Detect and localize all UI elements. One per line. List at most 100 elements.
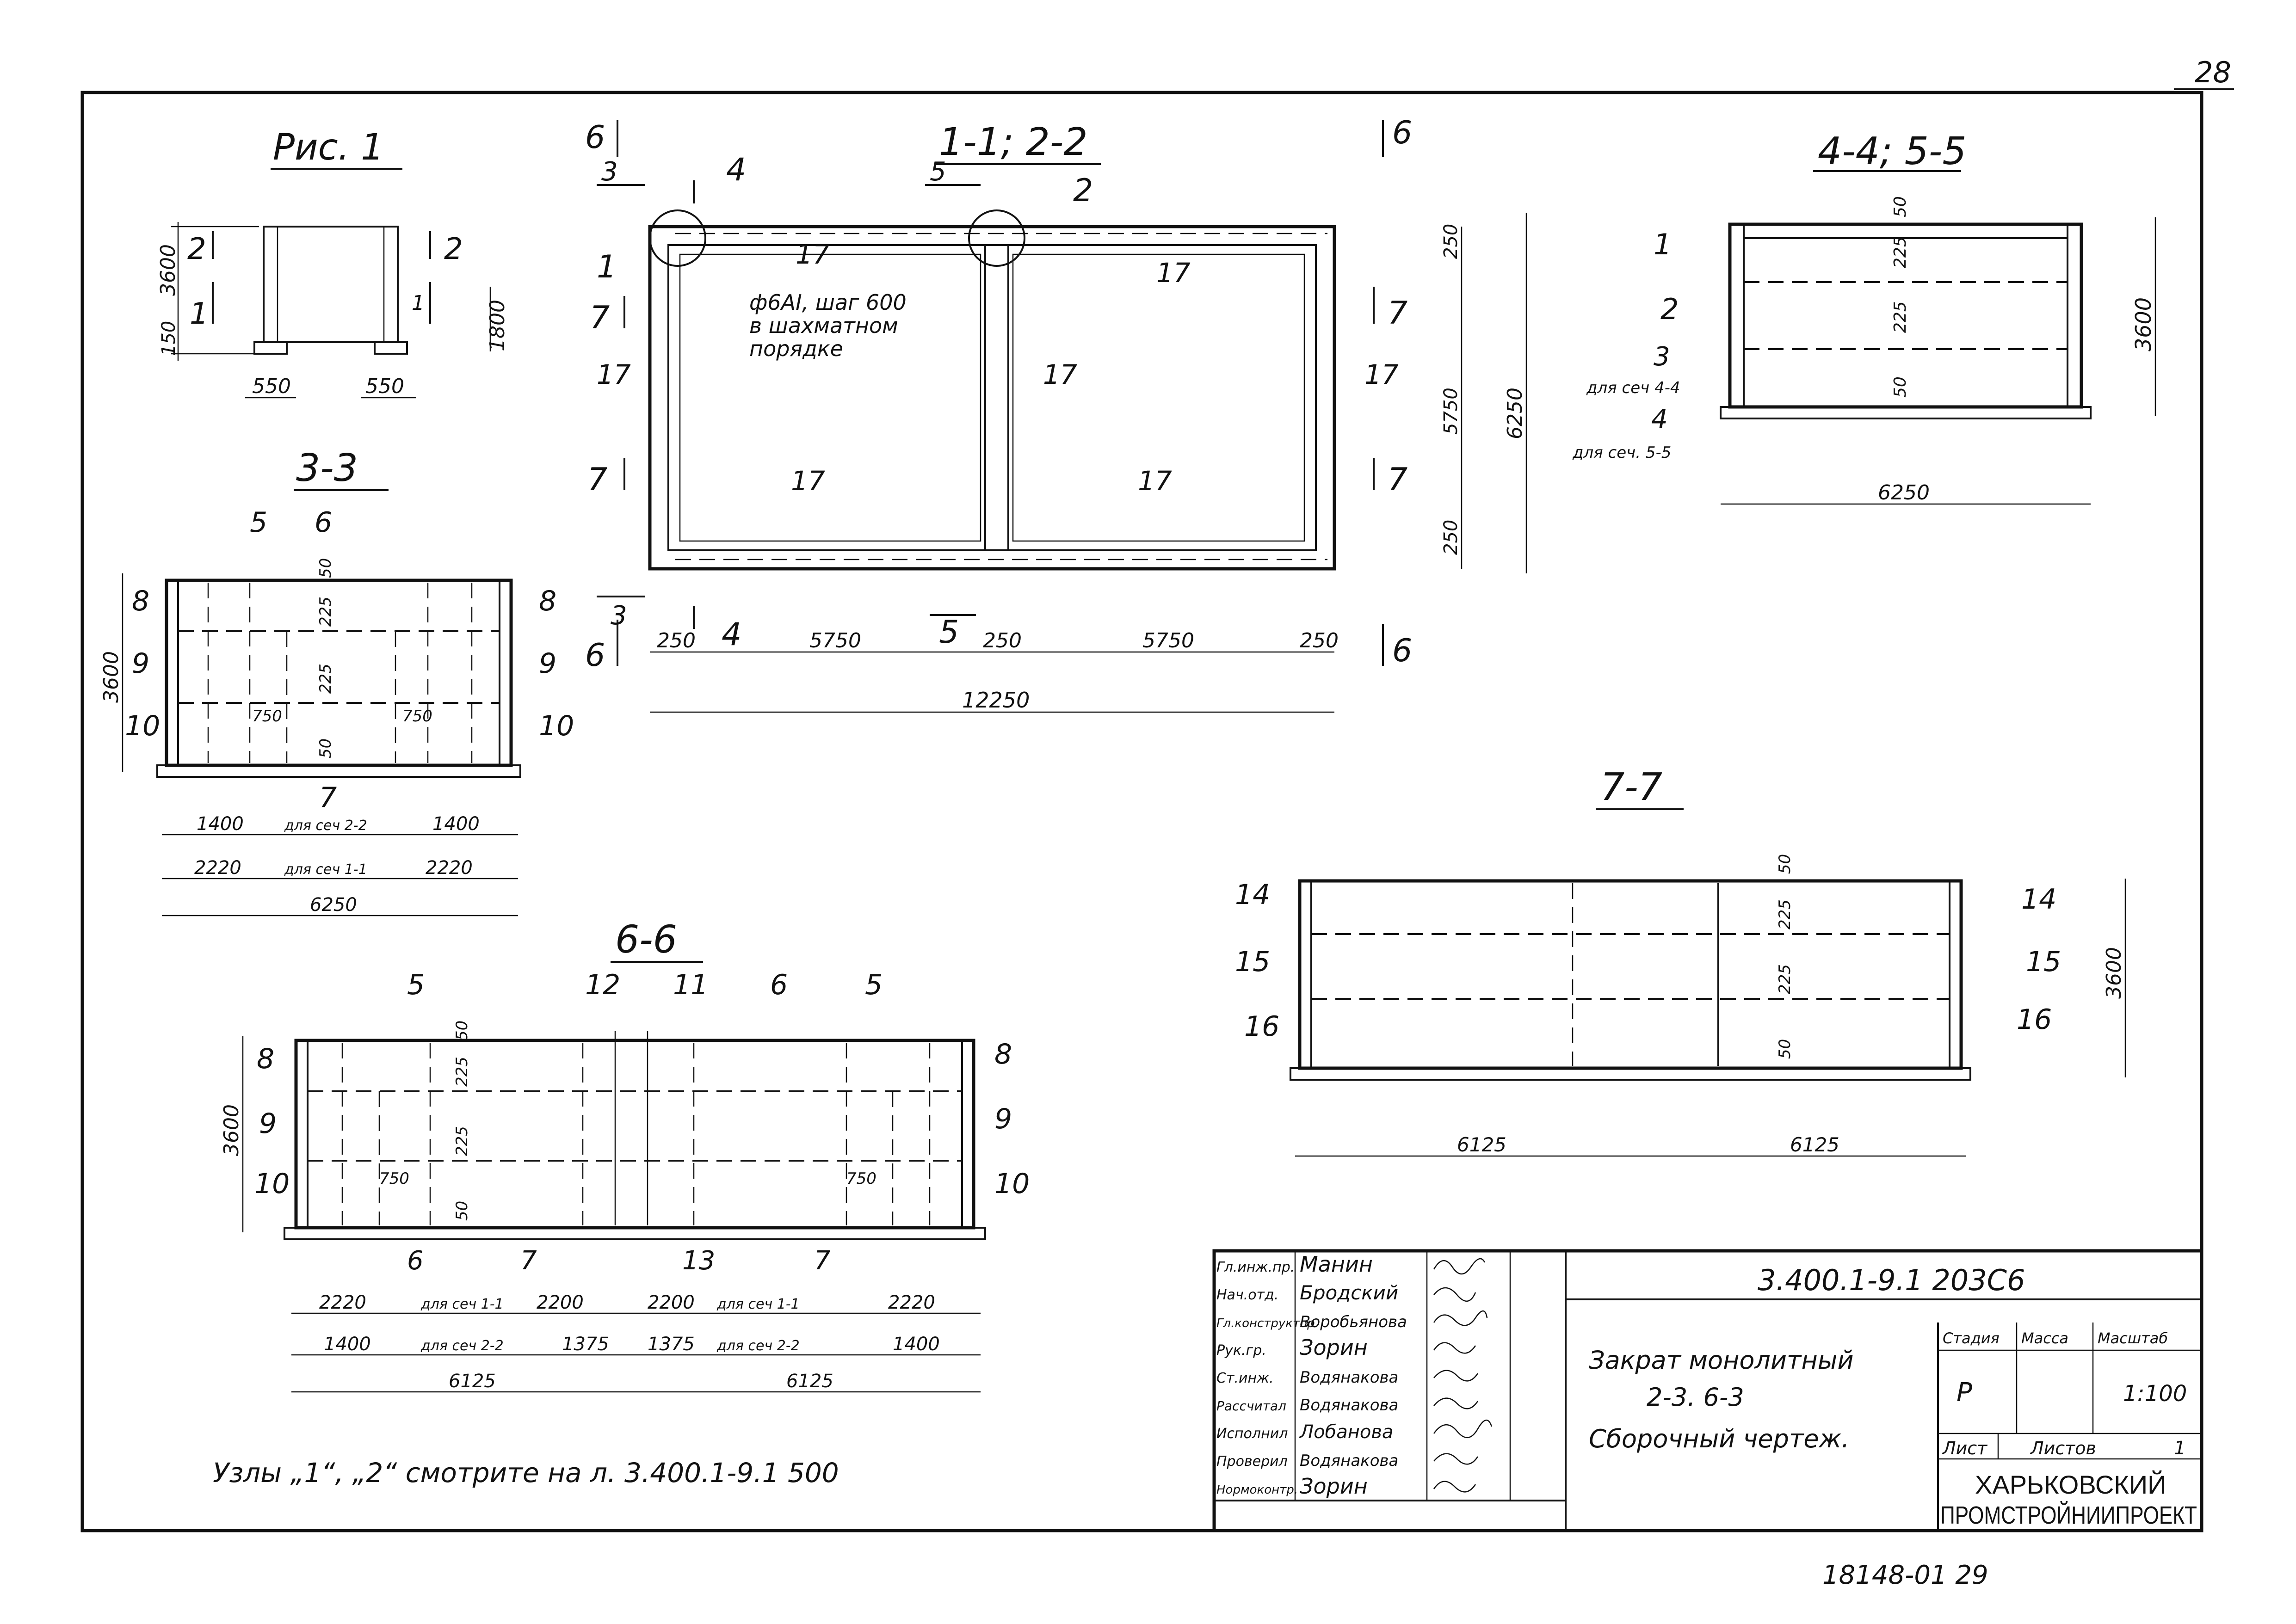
svg-text:2200: 2200: [537, 1292, 584, 1313]
title-block: Гл.инж.пр.Манин Нач.отд.Бродский Гл.конс…: [1212, 1249, 2203, 1532]
svg-text:12: 12: [585, 969, 620, 1001]
svg-text:15: 15: [1235, 946, 1270, 978]
svg-text:для сеч 1-1: для сеч 1-1: [420, 1296, 504, 1312]
svg-text:Нормоконтр.: Нормоконтр.: [1216, 1483, 1298, 1497]
svg-text:1: 1: [412, 291, 425, 315]
svg-text:50: 50: [1891, 196, 1910, 217]
svg-text:14: 14: [2021, 883, 2056, 916]
svg-text:225: 225: [1891, 236, 1910, 268]
svg-text:8: 8: [994, 1038, 1012, 1070]
sheet-number: 28: [2195, 55, 2231, 89]
svg-text:17: 17: [1156, 257, 1191, 289]
rebar-note: ф6АI, шаг 600: [749, 290, 907, 315]
drawing-title-2: 2-3. 6-3: [1647, 1383, 1744, 1412]
svg-text:3600: 3600: [99, 651, 123, 703]
svg-text:6: 6: [585, 637, 605, 674]
svg-text:550: 550: [252, 375, 291, 398]
svg-text:Рассчитал: Рассчитал: [1216, 1398, 1286, 1414]
svg-text:2220: 2220: [426, 857, 473, 879]
svg-text:1400: 1400: [324, 1334, 371, 1355]
svg-text:4: 4: [726, 152, 746, 188]
svg-text:3600: 3600: [2102, 947, 2126, 999]
svg-text:для сеч 2-2: для сеч 2-2: [716, 1338, 800, 1354]
signatures-table: Гл.инж.пр.Манин Нач.отд.Бродский Гл.конс…: [1216, 1252, 1407, 1499]
svg-text:Зорин: Зорин: [1300, 1335, 1368, 1360]
svg-text:17: 17: [791, 465, 825, 497]
svg-text:1:100: 1:100: [2123, 1381, 2187, 1407]
svg-text:225: 225: [1776, 964, 1794, 994]
svg-text:2: 2: [444, 232, 463, 266]
svg-text:50: 50: [453, 1201, 471, 1221]
svg-text:5750: 5750: [1142, 629, 1194, 652]
svg-text:13: 13: [682, 1246, 715, 1276]
svg-text:5: 5: [250, 506, 267, 539]
svg-text:6: 6: [315, 506, 332, 539]
svg-text:Проверил: Проверил: [1216, 1453, 1288, 1470]
svg-text:Исполнил: Исполнил: [1216, 1426, 1288, 1442]
svg-text:2220: 2220: [888, 1292, 935, 1313]
svg-text:225: 225: [316, 664, 335, 694]
svg-text:6125: 6125: [449, 1371, 496, 1392]
svg-text:Водянакова: Водянакова: [1300, 1452, 1398, 1470]
svg-text:750: 750: [402, 707, 432, 726]
svg-text:Ст.инж.: Ст.инж.: [1216, 1370, 1274, 1386]
svg-text:7: 7: [587, 461, 607, 498]
svg-text:50: 50: [316, 738, 335, 758]
svg-text:Стадия: Стадия: [1943, 1329, 2000, 1347]
svg-text:в шахматном: в шахматном: [749, 313, 898, 338]
svg-text:6250: 6250: [310, 894, 357, 916]
organization-name-1: ХАРЬКОВСКИЙ: [1975, 1470, 2166, 1499]
section-6-6: 6-6 5 12 11 6 5 8 8 9 9 10 10 6 7 13 7 5…: [220, 918, 1030, 1393]
svg-text:225: 225: [453, 1057, 471, 1087]
svg-text:150: 150: [158, 321, 179, 356]
svg-text:4: 4: [722, 616, 741, 653]
svg-text:7-7: 7-7: [1600, 765, 1662, 809]
svg-text:Бродский: Бродский: [1300, 1281, 1398, 1304]
svg-text:10: 10: [539, 710, 574, 742]
svg-text:9: 9: [132, 647, 149, 680]
svg-text:7: 7: [1388, 295, 1407, 332]
svg-text:6125: 6125: [786, 1371, 833, 1392]
svg-text:7: 7: [1388, 461, 1407, 498]
svg-text:17: 17: [796, 239, 830, 270]
svg-text:Рук.гр.: Рук.гр.: [1216, 1342, 1266, 1359]
archive-number: 18148-01 29: [1822, 1560, 1988, 1590]
svg-text:1400: 1400: [432, 813, 480, 835]
svg-text:750: 750: [252, 707, 282, 726]
svg-text:1400: 1400: [893, 1334, 940, 1355]
svg-text:Масштаб: Масштаб: [2098, 1329, 2168, 1347]
svg-text:Манин: Манин: [1300, 1252, 1373, 1277]
drawing-title-3: Сборочный чертеж.: [1589, 1424, 1849, 1453]
svg-text:3: 3: [611, 601, 627, 631]
svg-text:5750: 5750: [809, 629, 861, 652]
plan-title: 1-1; 2-2: [939, 120, 1088, 164]
svg-text:1: 1: [190, 297, 209, 331]
svg-text:250: 250: [657, 629, 696, 652]
svg-text:1: 1: [2174, 1438, 2185, 1459]
svg-text:5750: 5750: [1440, 388, 1462, 435]
svg-text:Водянакова: Водянакова: [1300, 1396, 1398, 1415]
svg-text:250: 250: [1440, 520, 1462, 555]
svg-text:Листов: Листов: [2030, 1438, 2096, 1458]
svg-text:5: 5: [407, 969, 425, 1001]
svg-text:Зорин: Зорин: [1300, 1474, 1368, 1499]
svg-text:5: 5: [865, 969, 883, 1001]
svg-text:3: 3: [1654, 342, 1670, 372]
svg-text:6250: 6250: [1503, 388, 1527, 439]
nodes-reference-note: Узлы „1“, „2“ смотрите на л. 3.400.1-9.1…: [213, 1457, 839, 1489]
svg-text:3600: 3600: [220, 1104, 243, 1156]
svg-text:4-4; 5-5: 4-4; 5-5: [1818, 129, 1967, 173]
svg-text:2: 2: [1660, 292, 1679, 326]
svg-text:16: 16: [2017, 1003, 2052, 1036]
svg-text:1: 1: [597, 249, 617, 285]
svg-text:1375: 1375: [648, 1334, 695, 1355]
svg-text:6: 6: [770, 969, 788, 1001]
svg-text:9: 9: [539, 647, 556, 680]
svg-text:Лист: Лист: [1942, 1438, 1988, 1458]
svg-text:1800: 1800: [486, 300, 509, 351]
svg-text:11: 11: [673, 969, 708, 1001]
svg-text:6125: 6125: [1790, 1133, 1839, 1156]
svg-text:9: 9: [994, 1103, 1012, 1135]
fig1-title: Рис. 1: [273, 127, 384, 168]
